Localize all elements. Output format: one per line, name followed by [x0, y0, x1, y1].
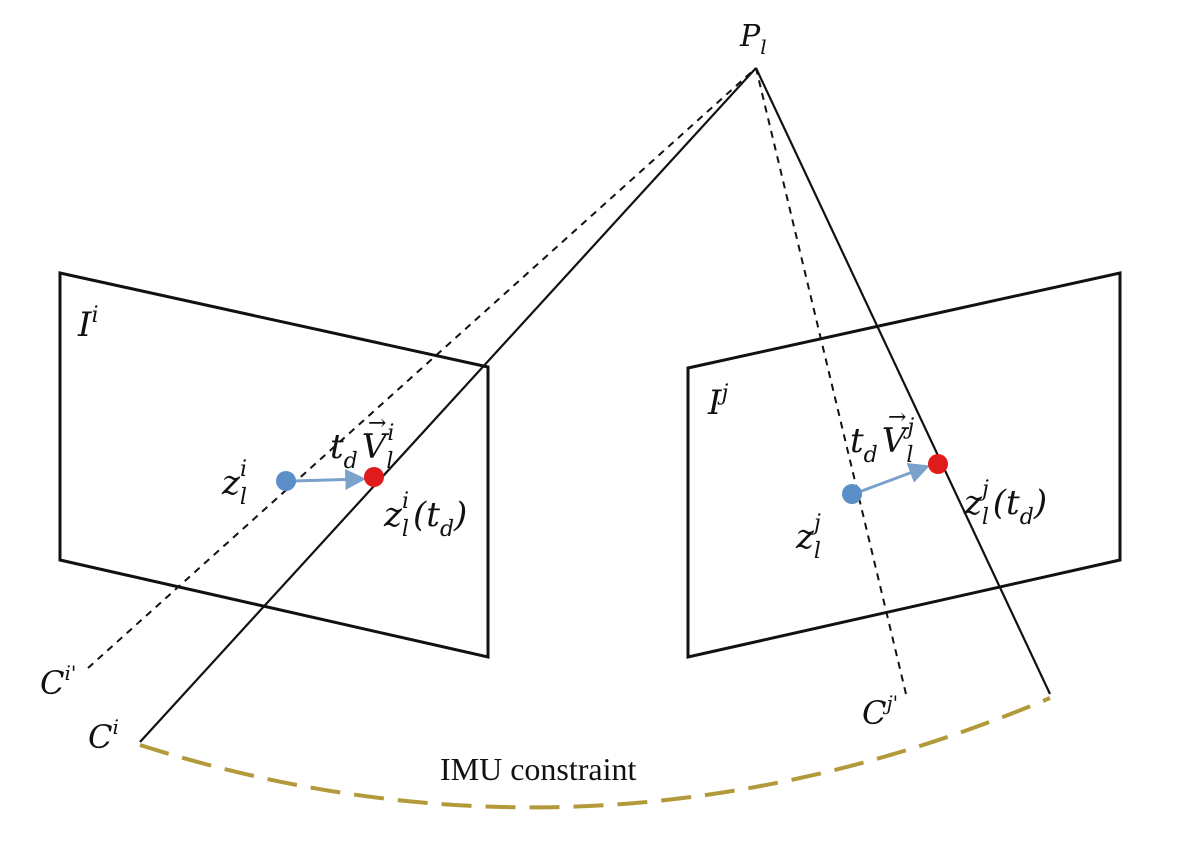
z-i-td-label: zli(td): [383, 489, 467, 542]
shifted-point-j: [928, 454, 948, 474]
shifted-point-i: [364, 467, 384, 487]
z-i-label: zli: [221, 457, 247, 510]
image-i-label: Ii: [77, 303, 98, 345]
imu-constraint-curve: [139, 696, 1051, 810]
ray-cj-to-pl: [755, 67, 1051, 695]
ray-ci-prime-to-pl: [87, 67, 757, 669]
camera-i-prime-label: Ci': [40, 661, 76, 702]
z-j-label: zlj: [795, 511, 821, 564]
image-j-label: Ij: [707, 381, 728, 423]
ray-cj-prime-to-pl: [755, 67, 907, 695]
z-j-td-label: zlj(td): [963, 477, 1047, 530]
observed-point-i: [276, 471, 296, 491]
ray-ci-to-pl: [139, 67, 757, 743]
velocity-j-arrow-glyph: →: [888, 405, 906, 430]
velocity-arrow-j: [858, 463, 930, 494]
observed-point-j: [842, 484, 862, 504]
point-label: Pl: [739, 19, 767, 59]
velocity-i-arrow-glyph: →: [368, 411, 386, 436]
image-plane-j: [686, 271, 1122, 659]
imu-constraint-label: IMU constraint: [440, 751, 637, 787]
camera-i-label: Ci: [88, 715, 119, 756]
image-plane-i: [58, 271, 490, 659]
velocity-arrow-i: [292, 468, 367, 490]
camera-j-prime-label: Cj': [862, 691, 898, 732]
